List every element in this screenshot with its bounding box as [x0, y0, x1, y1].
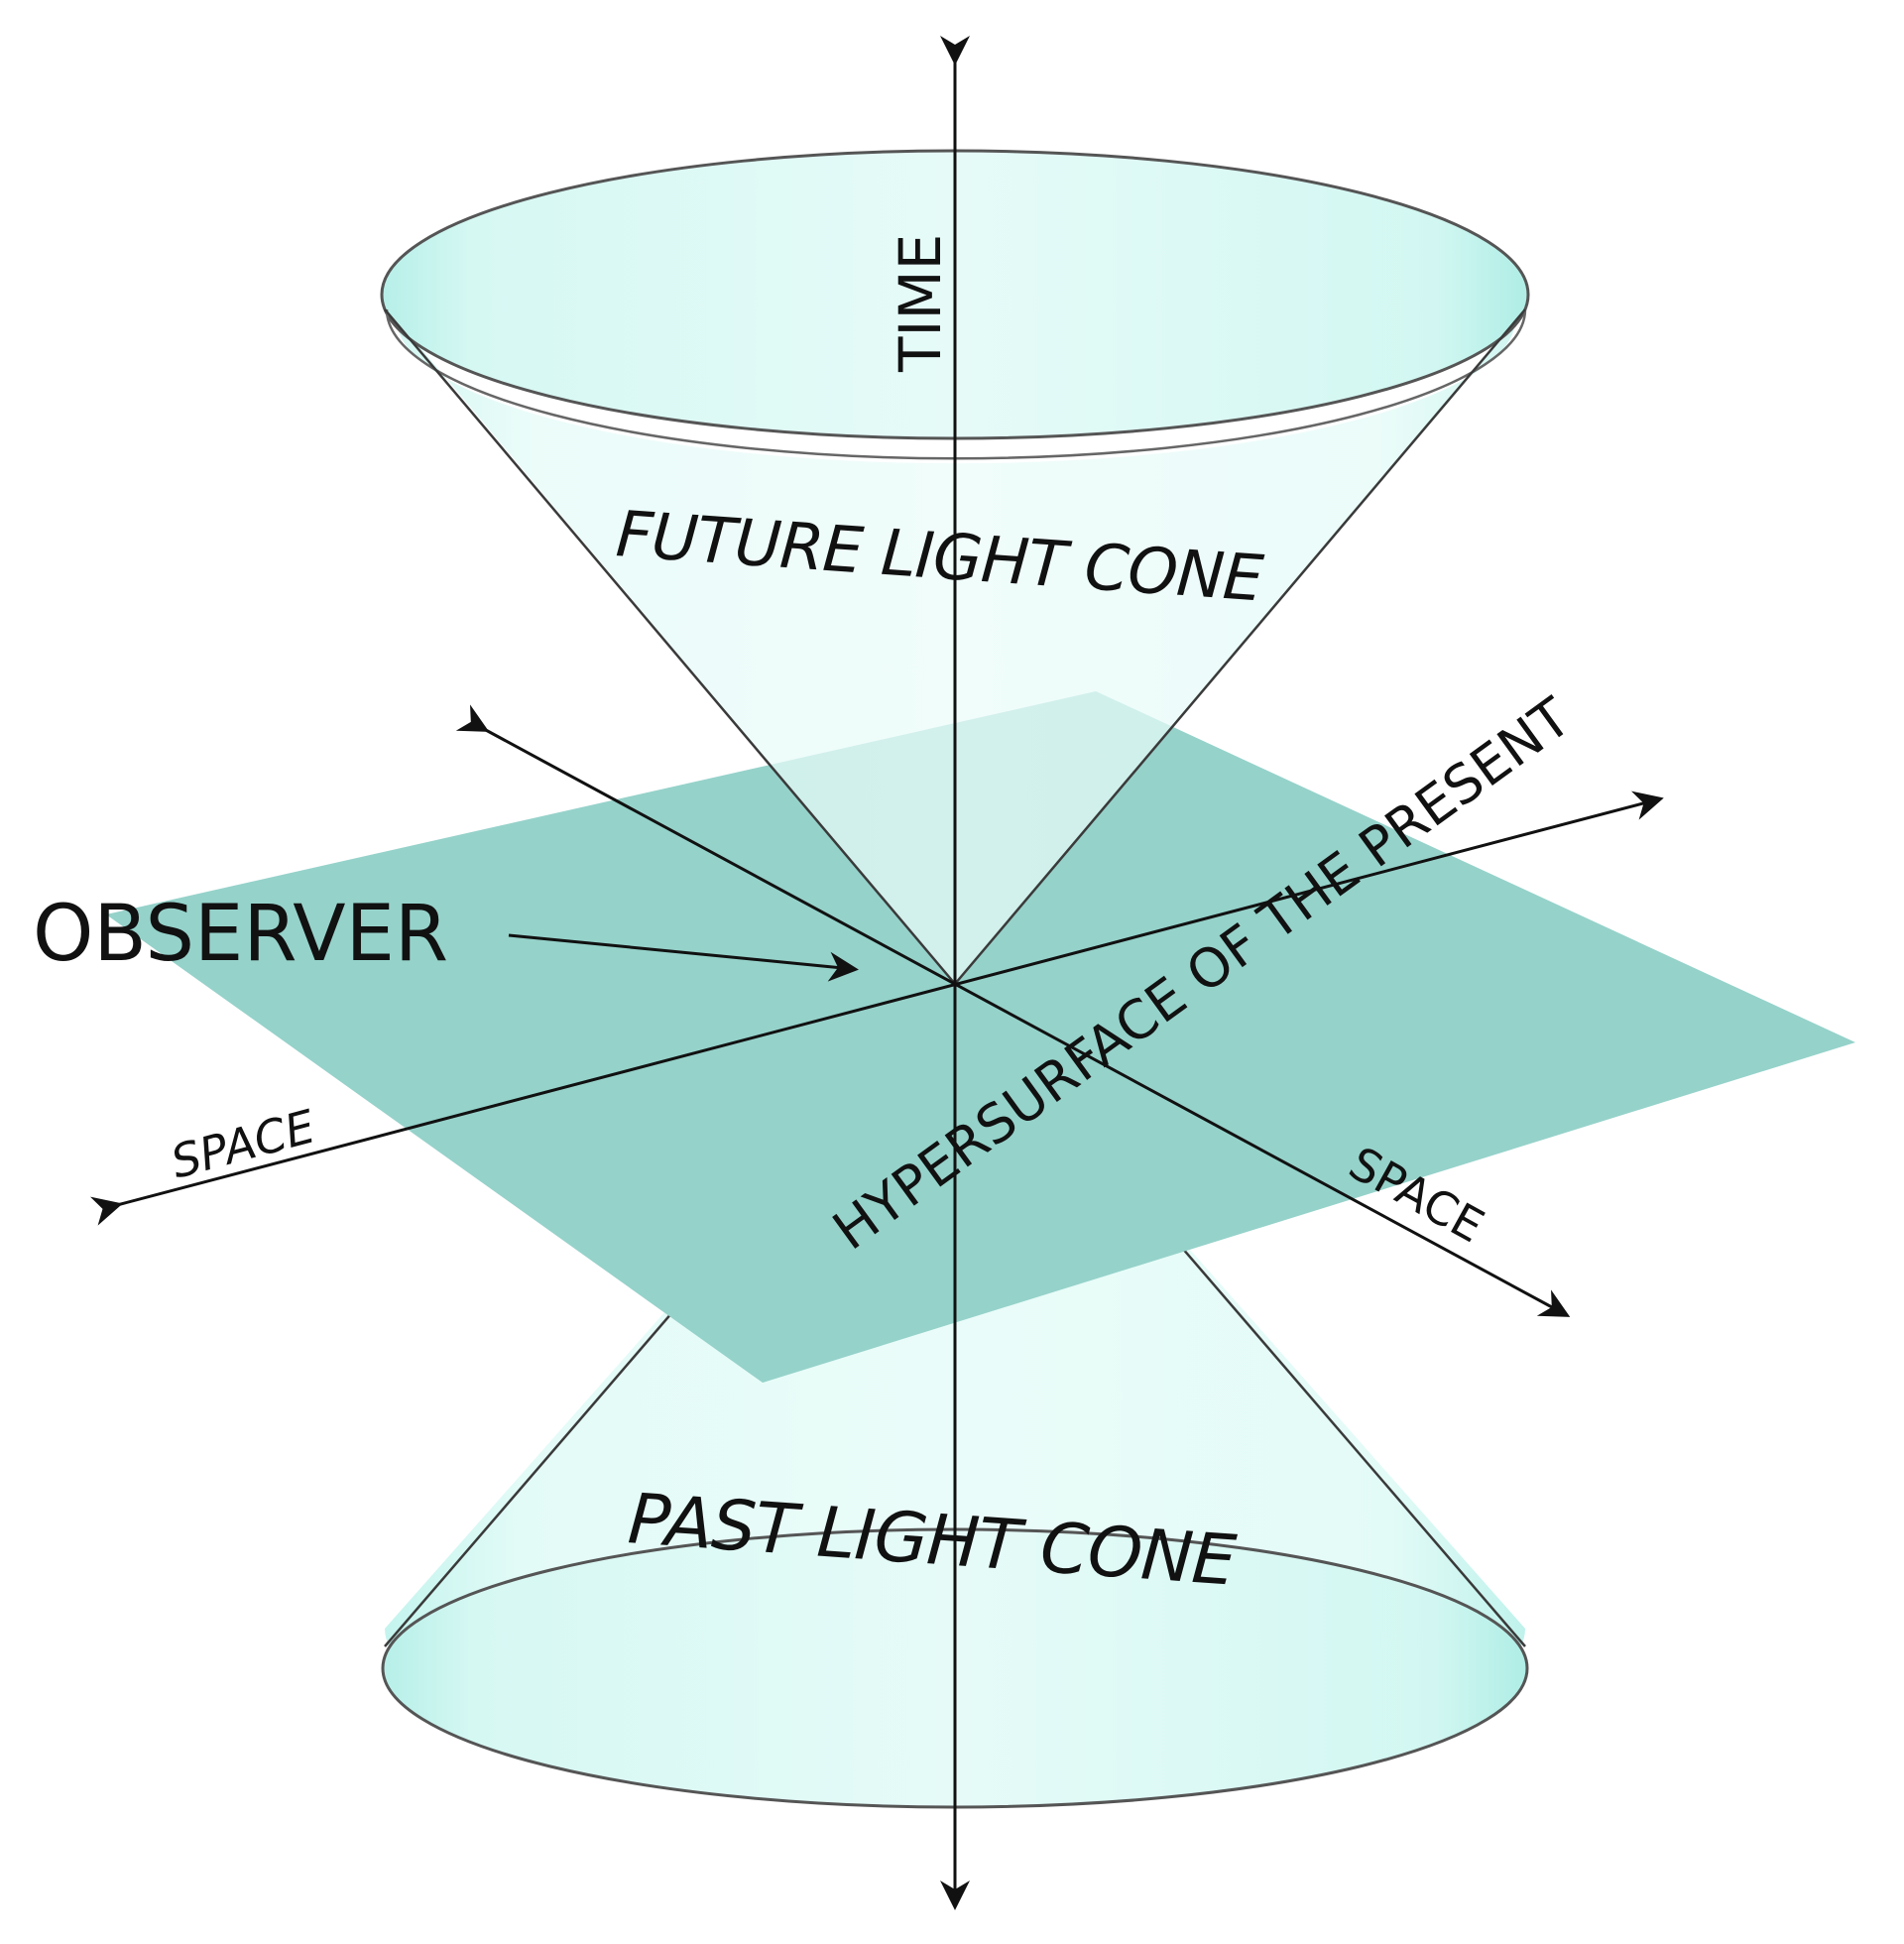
axes — [89, 36, 1664, 1910]
space-axis-2 — [455, 704, 1571, 1317]
observer-label: OBSERVER — [33, 890, 448, 979]
time-label: TIME — [887, 234, 954, 373]
observer-pointer-arrow — [508, 933, 859, 982]
space-label-left: SPACE — [166, 1099, 320, 1188]
